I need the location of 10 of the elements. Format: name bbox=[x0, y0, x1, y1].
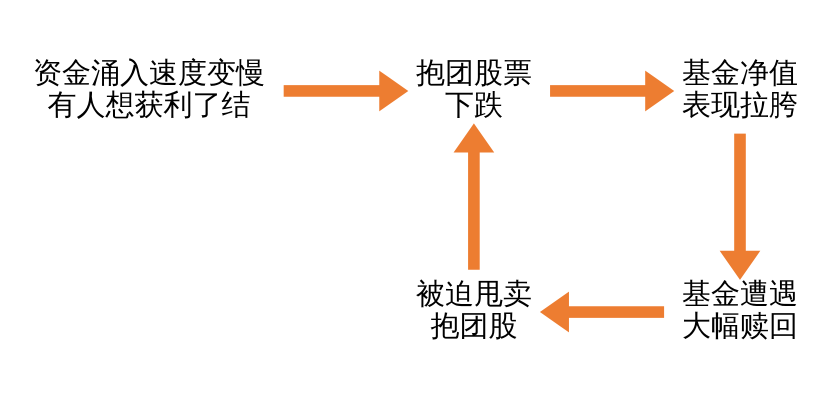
arrow bbox=[720, 134, 760, 280]
arrow bbox=[284, 70, 408, 112]
node-text: 被迫甩卖抱团股 bbox=[416, 276, 532, 342]
node-text: 抱团股票下跌 bbox=[416, 55, 532, 122]
arrow bbox=[454, 123, 494, 270]
arrow bbox=[550, 70, 674, 112]
arrow bbox=[540, 292, 664, 332]
node-text: 基金净值表现拉胯 bbox=[682, 55, 798, 122]
node-text: 基金遭遇大幅赎回 bbox=[682, 276, 798, 342]
node-text: 资金涌入速度变慢有人想获利了结 bbox=[32, 55, 265, 122]
